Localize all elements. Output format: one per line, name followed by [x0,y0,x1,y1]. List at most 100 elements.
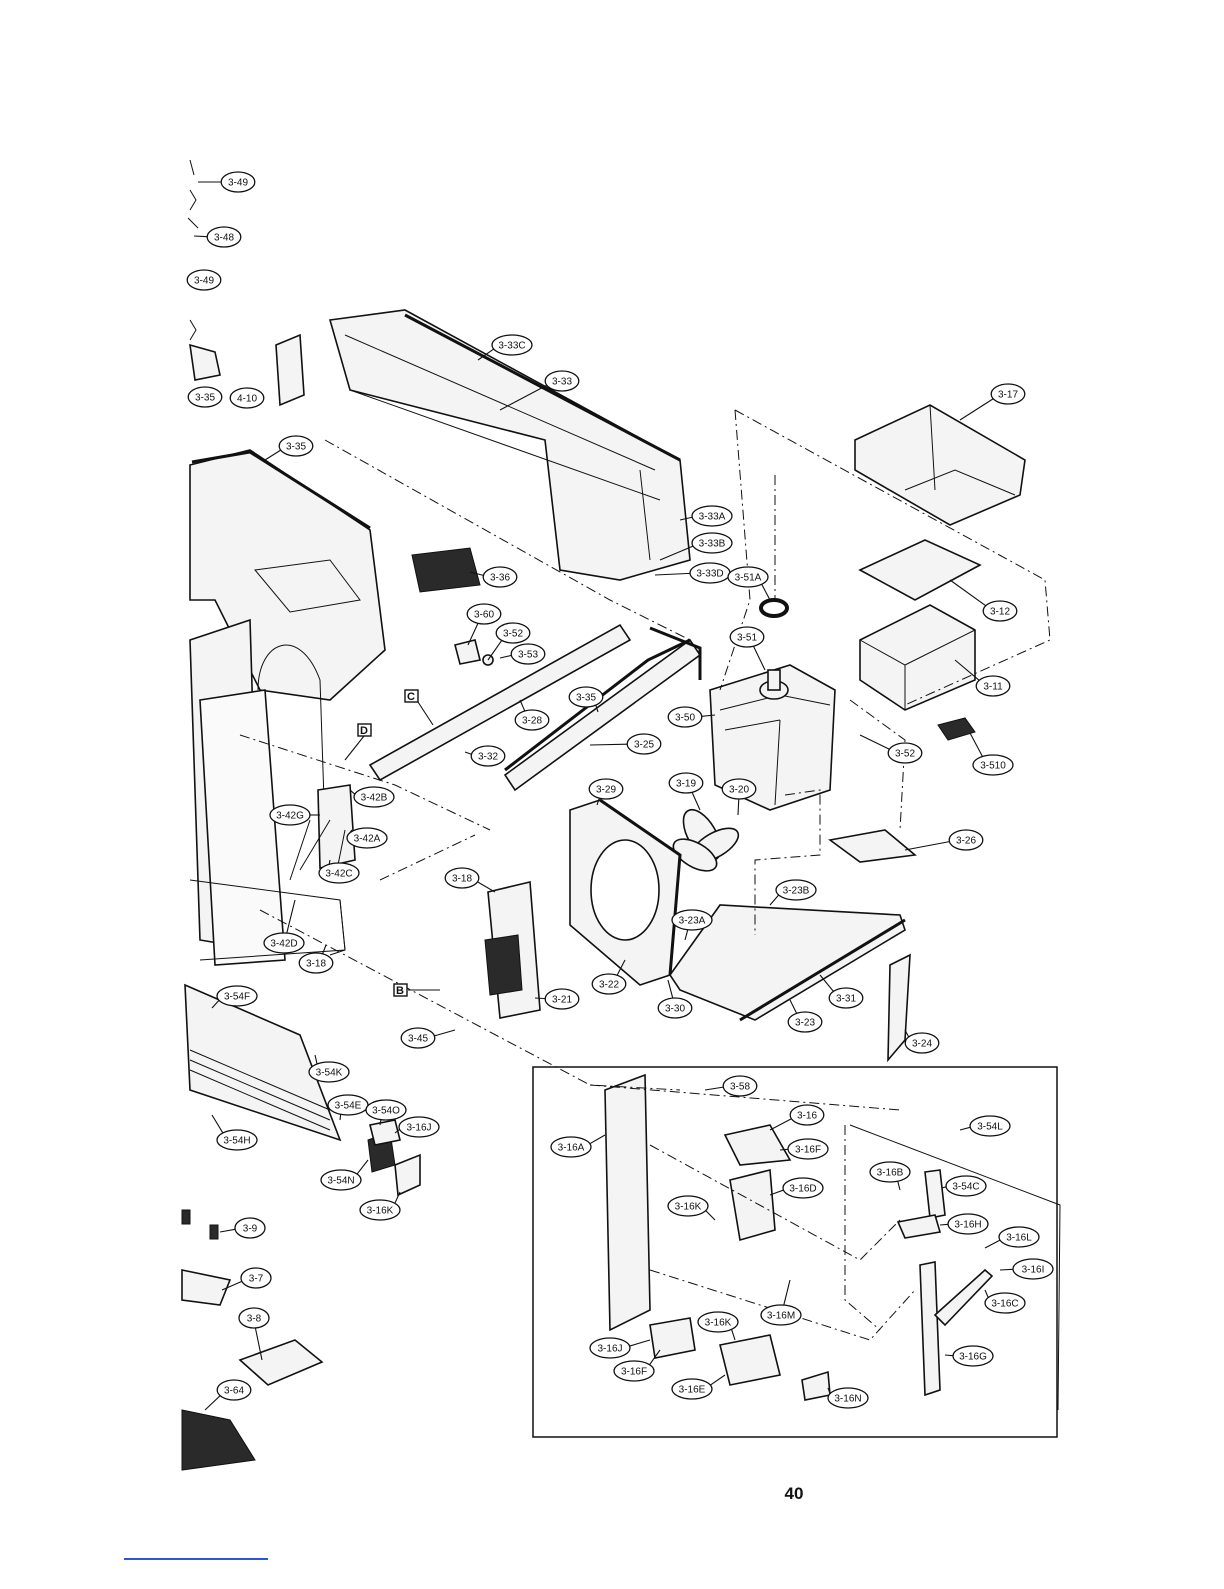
callout-leader [904,841,950,851]
callout-label: 3-11 [983,682,1003,693]
callout-bubble [589,1337,631,1359]
callout-label: 3-24 [912,1039,932,1050]
callout-leader [394,1128,400,1134]
callout-3-31: 3-31 [819,974,864,1009]
callout-leader [464,751,472,755]
callout-label: 3-36 [490,573,510,584]
callout-leader [701,714,716,717]
callout-label: 3-16 [797,1111,817,1122]
callout-label: 3-42C [325,869,352,880]
callout-bubble [904,1032,940,1054]
callout-3-18: 3-18 [298,944,334,974]
callout-leader [752,645,766,671]
callout-leader [705,1210,716,1221]
callout-label: 3-16J [406,1123,431,1134]
part-3-510 [937,717,976,741]
callout-bubble [495,622,531,644]
callout-leader [939,1223,949,1226]
callout-leader [629,1339,651,1347]
callout-label: 3-16K [705,1318,732,1329]
callout-label: 3-18 [452,874,472,885]
callout-leader [959,1126,971,1131]
rail-3-28 [368,623,632,782]
callout-leader [499,384,548,411]
callout-label: 3-16L [1006,1233,1032,1244]
switch-3-16n [801,1370,831,1401]
callout-3-16j: 3-16J [589,1337,651,1359]
callout-label: 3-16A [558,1143,585,1154]
callout-label: 3-31 [836,994,856,1005]
callout-bubble [782,1177,824,1199]
callout-bubble [544,988,580,1010]
callout-bubble [588,778,624,800]
callout-label: 3-16I [1022,1265,1045,1276]
shield-3-26 [828,829,917,863]
callout-label: 3-35 [286,442,306,453]
page-number: 40 [784,1484,804,1503]
callout-label: 3-33D [696,569,723,580]
callout-3-18: 3-18 [444,867,496,893]
part-3-64 [181,1409,256,1471]
callout-label: 3-54E [335,1101,362,1112]
callout-label: 3-60 [474,610,494,621]
callout-3-51a: 3-51A [727,566,771,601]
callout-bubble [982,600,1018,622]
callout-3-23b: 3-23B [769,879,817,906]
callout-label: 3-45 [408,1034,428,1045]
callout-label: 3-33 [552,377,572,388]
callout-leader [649,1349,661,1366]
callout-3-12: 3-12 [949,579,1018,622]
callout-leader [684,929,689,941]
callout-bubble [238,1307,270,1329]
callout-3-53: 3-53 [499,643,546,665]
callout-3-16d: 3-16D [769,1177,824,1199]
callout-label: 3-12 [990,607,1010,618]
callout-leader [667,979,674,999]
callout-bubble [353,786,395,808]
callout-bubble [691,505,733,527]
callout-bubble [234,1217,266,1239]
callout-leader [819,974,834,992]
callout-leader [254,1327,263,1361]
callout-3-24: 3-24 [904,1029,940,1054]
callout-bubble [186,269,222,291]
callout-leader [944,1354,954,1357]
callout-label: 3-53 [518,650,538,661]
callout-bubble [359,1199,401,1221]
callout-label: 3-16G [959,1352,987,1363]
callout-3-16k: 3-16K [359,1191,401,1221]
callout-label: 3-18 [306,959,326,970]
callout-3-19: 3-19 [668,772,704,811]
callout-3-58: 3-58 [704,1075,758,1097]
callout-label: 3-42A [354,834,381,845]
callout-label: 3-32 [478,752,498,763]
callout-leader [761,583,771,601]
callout-label: 3-21 [552,995,572,1006]
callout-bubble [969,1115,1011,1137]
callout-bubble [671,909,713,931]
callout-leader [193,235,208,238]
callout-bubble [952,1345,994,1367]
callout-3-16b: 3-16B [869,1161,911,1191]
callout-label: 3-20 [729,785,749,796]
callout-leader [769,894,780,906]
callout-bubble [346,827,388,849]
callout-label: 3-33C [498,341,525,352]
callout-3-21: 3-21 [534,988,580,1010]
callout-leader [469,571,484,576]
callout-label: 3-54L [977,1122,1003,1133]
callout-leader [959,398,994,421]
plate-3-12 [858,539,982,601]
callout-3-16f: 3-16F [779,1138,829,1160]
callout-label: 3-16C [991,1299,1018,1310]
transformer-3-11 [859,604,976,711]
callout-label: 3-51A [735,573,762,584]
callout-leader [737,798,740,816]
callout-bubble [947,1213,989,1235]
callout-bubble [263,932,305,954]
callout-leader [731,1329,736,1341]
callout-3-17: 3-17 [959,383,1026,421]
callout-3-48: 3-48 [193,226,242,248]
cover-3-17 [854,404,1026,526]
callout-label: 3-7 [249,1274,264,1285]
